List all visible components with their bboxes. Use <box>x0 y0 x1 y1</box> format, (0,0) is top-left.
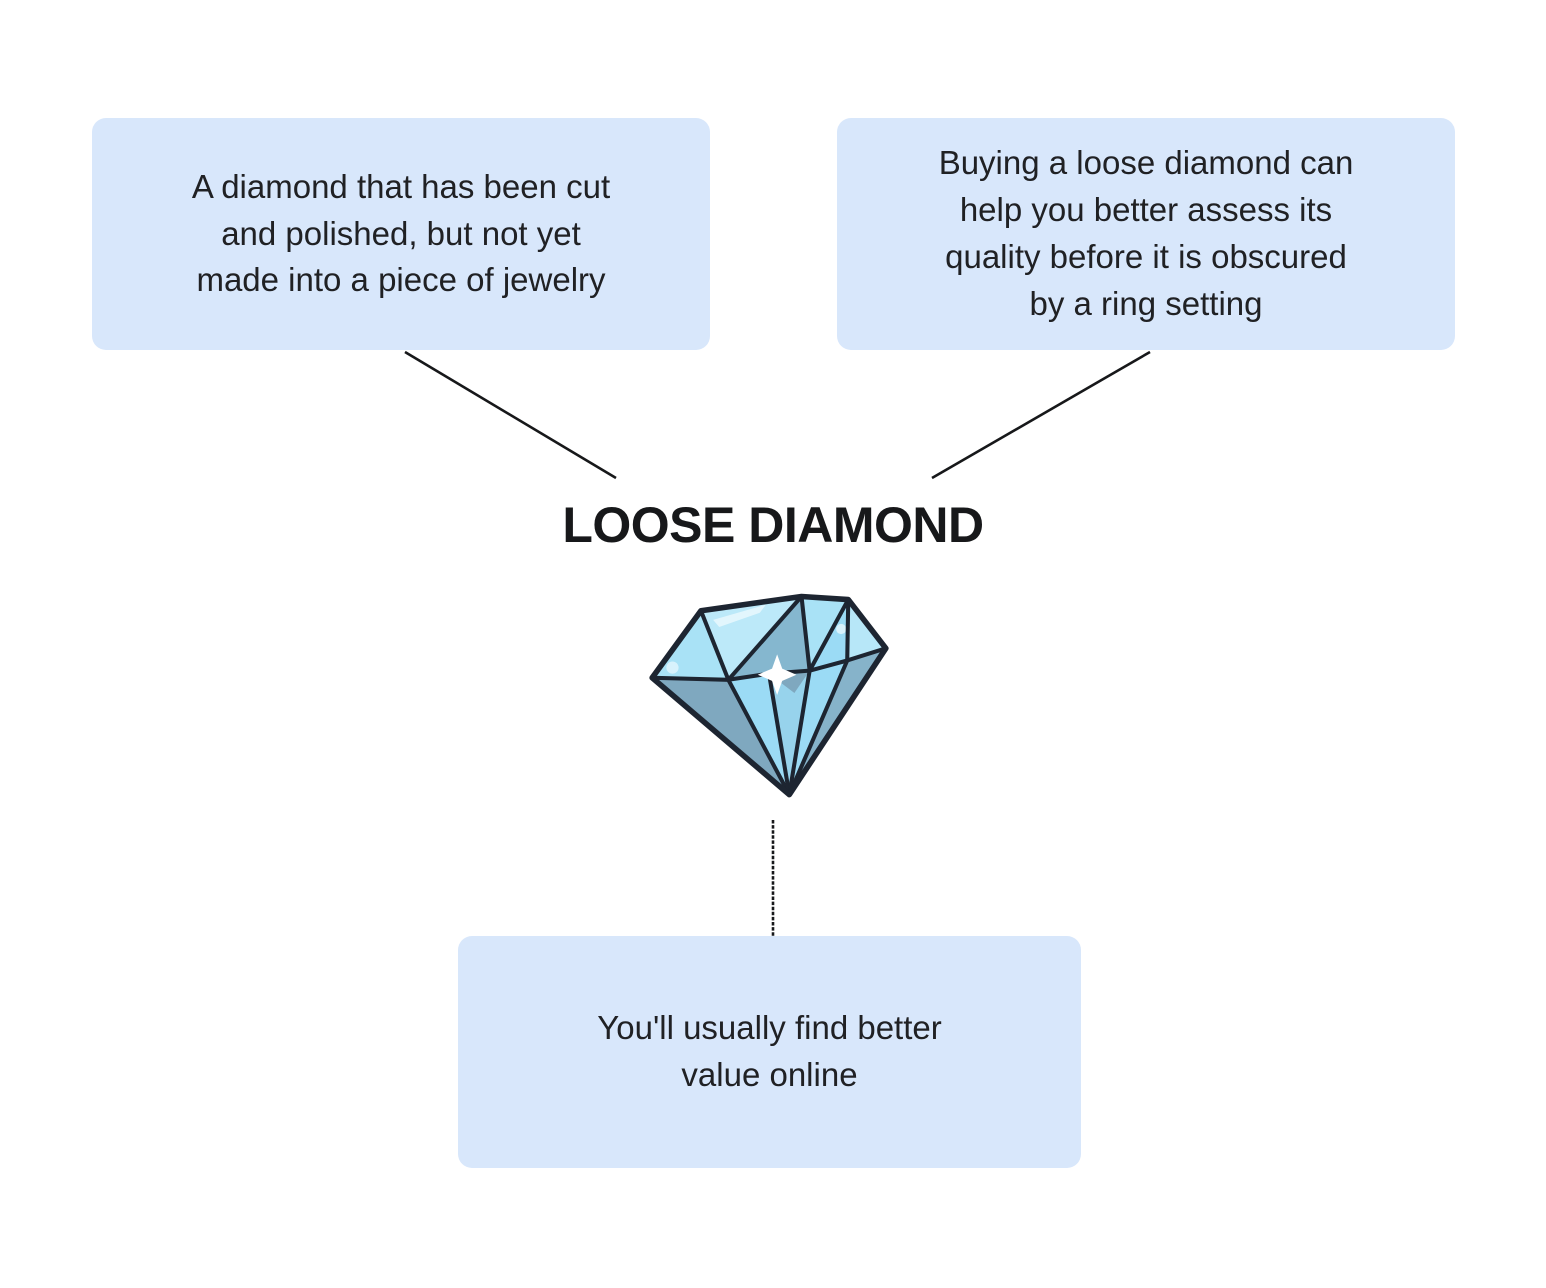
diamond-icon <box>642 583 896 802</box>
definition-card-text: A diamond that has been cut and polished… <box>191 167 611 299</box>
assess-quality-card: Buying a loose diamond can help you bett… <box>837 118 1455 350</box>
value-online-card-text: You'll usually find better value online <box>597 1009 942 1093</box>
assess-quality-card-text: Buying a loose diamond can help you bett… <box>938 144 1354 322</box>
page-title: LOOSE DIAMOND <box>562 497 984 553</box>
connector-left-line <box>404 350 617 480</box>
definition-card: A diamond that has been cut and polished… <box>92 118 710 350</box>
connector-right-line <box>931 350 1151 480</box>
value-online-card: You'll usually find better value online <box>458 936 1081 1168</box>
